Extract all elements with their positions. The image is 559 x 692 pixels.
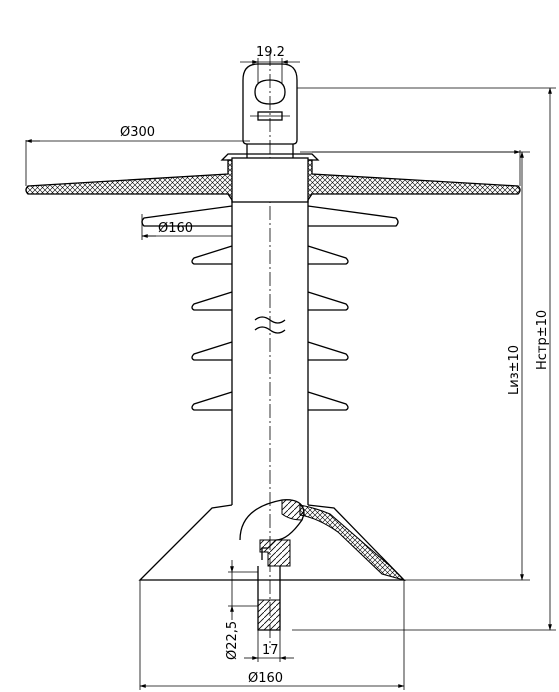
shed-large xyxy=(25,153,521,203)
dim-base-diameter: Ø160 xyxy=(139,580,405,690)
core-rod xyxy=(231,200,309,505)
dim-top-width-label: 19.2 xyxy=(256,45,285,60)
bottom-socket xyxy=(228,566,281,631)
dim-shed-small-label: Ø160 xyxy=(158,221,193,236)
dim-socket-width: 17 xyxy=(244,630,294,662)
shed-3 xyxy=(191,291,349,311)
dim-h-str-label: Hстр±10 xyxy=(535,310,550,370)
dim-socket-diameter: Ø22,5 xyxy=(225,560,240,660)
dim-shed-large-label: Ø300 xyxy=(120,125,155,140)
dim-base-diameter-label: Ø160 xyxy=(248,671,283,686)
shed-2 xyxy=(191,245,349,265)
top-fitting xyxy=(242,63,298,158)
dim-l-iz-label: Lиз±10 xyxy=(507,345,522,395)
shed-5 xyxy=(191,391,349,411)
dim-socket-width-label: 17 xyxy=(262,643,279,658)
bottom-bell xyxy=(138,499,406,582)
dim-l-iz: Lиз±10 xyxy=(312,151,530,581)
dim-top-width: 19.2 xyxy=(240,45,300,84)
dim-shed-small: Ø160 xyxy=(141,214,232,240)
dim-socket-diameter-label: Ø22,5 xyxy=(225,621,240,660)
shed-4 xyxy=(191,341,349,361)
dim-h-str: Hстр±10 xyxy=(292,87,556,631)
